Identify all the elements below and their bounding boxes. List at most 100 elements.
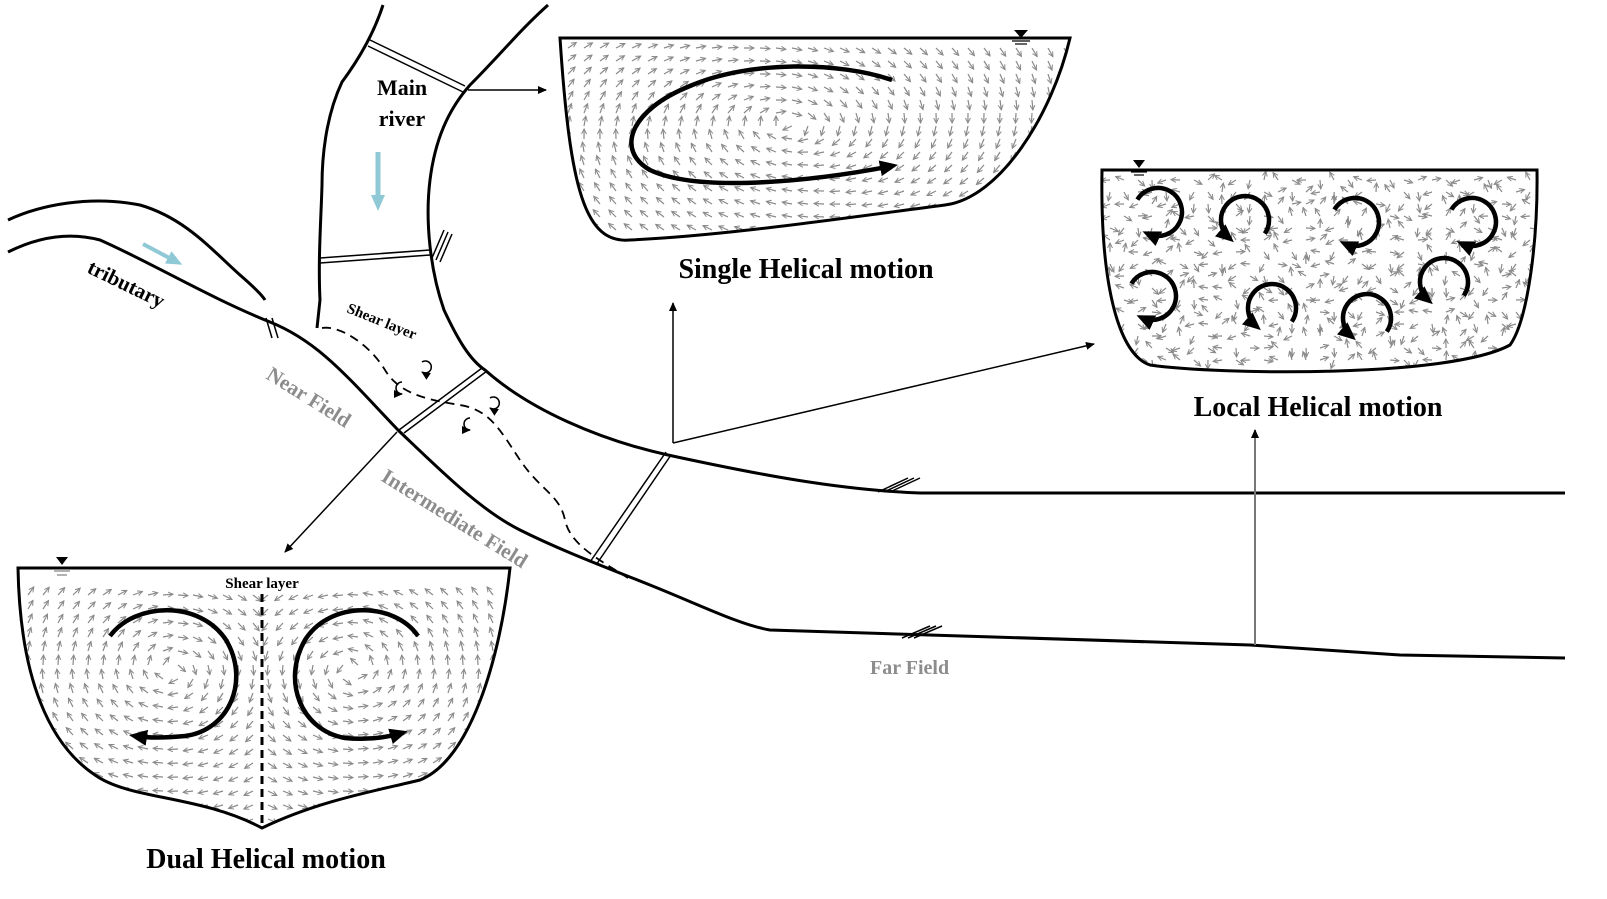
velocity-vector bbox=[847, 151, 857, 157]
velocity-vector bbox=[222, 650, 229, 660]
velocity-vector bbox=[348, 636, 359, 637]
velocity-vector bbox=[1159, 287, 1167, 294]
velocity-vector bbox=[94, 787, 104, 791]
velocity-vector bbox=[417, 655, 418, 666]
velocity-vector bbox=[975, 203, 985, 209]
velocity-vector bbox=[640, 224, 649, 231]
velocity-vector bbox=[348, 649, 359, 651]
velocity-vector bbox=[155, 673, 164, 680]
velocity-vector bbox=[1228, 179, 1237, 185]
velocity-vector bbox=[1110, 263, 1114, 272]
velocity-vector bbox=[312, 777, 323, 780]
velocity-vector bbox=[640, 211, 649, 218]
velocity-vector bbox=[1417, 347, 1424, 355]
velocity-vector bbox=[846, 178, 857, 180]
velocity-vector bbox=[229, 777, 239, 781]
velocity-vector bbox=[153, 762, 164, 763]
velocity-vector bbox=[1507, 324, 1517, 327]
velocity-vector bbox=[855, 60, 865, 66]
velocity-vector bbox=[432, 787, 442, 792]
velocity-vector bbox=[1385, 203, 1390, 212]
velocity-vector bbox=[28, 614, 32, 624]
velocity-vector bbox=[1398, 221, 1405, 229]
velocity-vector bbox=[1144, 323, 1153, 329]
velocity-vector bbox=[1443, 196, 1447, 205]
velocity-vector bbox=[379, 605, 389, 609]
velocity-vector bbox=[246, 734, 254, 742]
single-helix-arrow bbox=[629, 64, 898, 186]
velocity-vector bbox=[147, 620, 157, 624]
velocity-vector bbox=[1515, 190, 1525, 193]
far-field-label: Far Field bbox=[870, 657, 949, 679]
velocity-vector bbox=[183, 791, 194, 792]
velocity-vector bbox=[1042, 151, 1049, 161]
velocity-vector bbox=[1016, 99, 1017, 110]
velocity-vector bbox=[839, 86, 848, 93]
velocity-vector bbox=[823, 112, 830, 121]
velocity-vector bbox=[679, 93, 687, 101]
velocity-vector bbox=[442, 615, 449, 624]
velocity-vector bbox=[492, 799, 501, 806]
velocity-vector bbox=[1055, 229, 1065, 235]
velocity-vector bbox=[1305, 228, 1315, 229]
velocity-vector bbox=[759, 108, 769, 114]
velocity-vector bbox=[1202, 305, 1209, 313]
velocity-vector bbox=[1473, 275, 1480, 283]
velocity-vector bbox=[387, 715, 397, 722]
velocity-vector bbox=[766, 215, 777, 218]
velocity-vector bbox=[1207, 215, 1214, 222]
velocity-vector bbox=[597, 156, 600, 166]
dual-helix-right-arrow bbox=[292, 608, 420, 745]
velocity-vector bbox=[791, 74, 802, 76]
velocity-vector bbox=[846, 191, 857, 192]
velocity-vector bbox=[357, 763, 368, 764]
velocity-vector bbox=[703, 211, 713, 218]
velocity-vector bbox=[583, 43, 593, 49]
velocity-vector bbox=[458, 614, 464, 624]
velocity-vector bbox=[1186, 240, 1195, 244]
velocity-vector bbox=[232, 706, 239, 715]
velocity-vector bbox=[177, 664, 186, 672]
velocity-vector bbox=[1390, 263, 1392, 273]
velocity-vector bbox=[333, 595, 344, 596]
velocity-vector bbox=[727, 84, 738, 87]
velocity-vector bbox=[1244, 323, 1251, 331]
velocity-vector bbox=[282, 664, 283, 675]
velocity-vector bbox=[43, 655, 44, 666]
velocity-vector bbox=[878, 230, 889, 231]
velocity-vector bbox=[333, 637, 344, 639]
velocity-vector bbox=[1263, 235, 1272, 241]
velocity-vector bbox=[1500, 263, 1502, 273]
velocity-vector bbox=[417, 802, 427, 805]
velocity-vector bbox=[1207, 273, 1217, 276]
velocity-vector bbox=[807, 99, 817, 104]
velocity-vector bbox=[1119, 263, 1125, 272]
velocity-vector bbox=[1025, 177, 1033, 185]
velocity-vector bbox=[183, 805, 194, 806]
main-river-right-bank bbox=[426, 3, 1565, 495]
velocity-vector bbox=[27, 669, 28, 680]
velocity-vector bbox=[676, 143, 680, 153]
velocity-vector bbox=[959, 203, 969, 210]
velocity-vector bbox=[109, 788, 119, 791]
intermediate-field-label: Intermediate Field bbox=[377, 464, 532, 573]
velocity-vector bbox=[402, 730, 412, 736]
arrow-to-dual bbox=[284, 431, 398, 553]
velocity-vector bbox=[441, 588, 449, 596]
velocity-vector bbox=[417, 787, 427, 791]
velocity-vector bbox=[1298, 271, 1307, 277]
velocity-vector bbox=[631, 92, 638, 101]
velocity-vector bbox=[1130, 284, 1139, 288]
velocity-vector bbox=[791, 61, 802, 63]
velocity-vector bbox=[1511, 233, 1517, 241]
velocity-vector bbox=[930, 138, 937, 148]
velocity-vector bbox=[1151, 287, 1158, 294]
velocity-vector bbox=[1248, 179, 1250, 189]
velocity-vector bbox=[1008, 203, 1017, 210]
velocity-vector bbox=[1403, 282, 1411, 289]
velocity-vector bbox=[54, 698, 58, 708]
velocity-vector bbox=[1056, 203, 1065, 210]
velocity-vector bbox=[1041, 190, 1049, 198]
velocity-vector bbox=[642, 170, 649, 179]
velocity-vector bbox=[1473, 264, 1483, 266]
